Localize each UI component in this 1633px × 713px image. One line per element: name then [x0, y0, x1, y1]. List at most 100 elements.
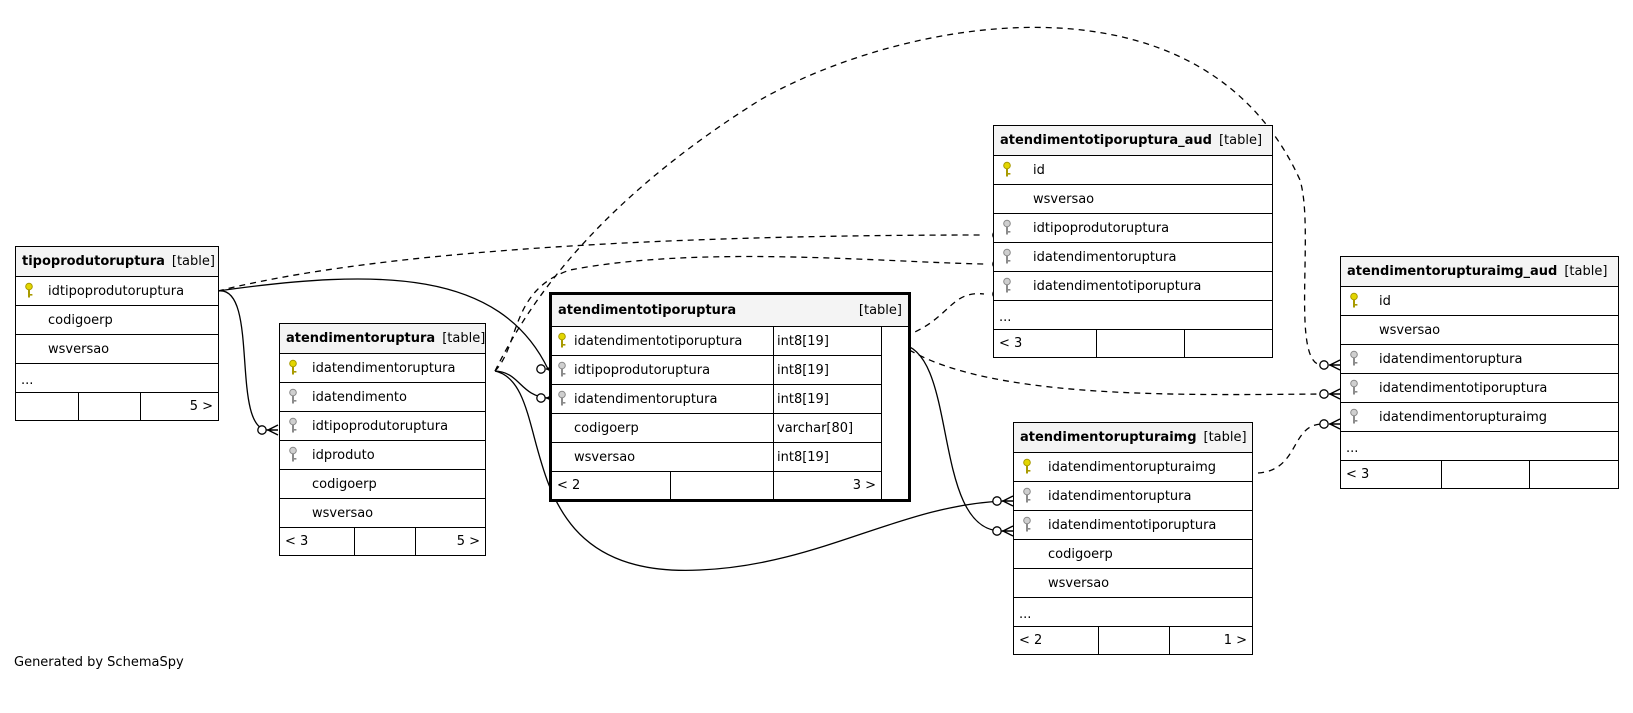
table-header: atendimentotiporuptura_aud [table] — [994, 126, 1272, 156]
zero-or-many-marker — [257, 424, 279, 436]
column-row[interactable]: codigoerp — [1014, 540, 1252, 569]
zero-or-many-marker — [1319, 359, 1341, 371]
foreign-key-icon — [1014, 516, 1040, 534]
rel-atendimentorupturaimg-img-aud — [1257, 423, 1323, 474]
column-row[interactable]: id — [994, 156, 1272, 185]
column-name: idproduto — [312, 447, 375, 463]
foreign-key-icon — [280, 388, 306, 406]
column-row[interactable]: wsversao — [16, 335, 218, 364]
rel-tipoprodutoruptura-aud — [217, 234, 985, 292]
column-row[interactable]: idatendimentoruptura — [280, 354, 485, 383]
rel-atendimentoruptura-aud — [494, 255, 985, 372]
table-tag: [table] — [1564, 264, 1608, 279]
table-footer: < 3 — [1341, 461, 1618, 488]
column-row[interactable]: wsversao — [1014, 569, 1252, 598]
column-row[interactable]: idtipoprodutoruptura — [280, 412, 485, 441]
column-row[interactable]: idatendimentoruptura — [1014, 482, 1252, 511]
column-name: id — [1033, 162, 1045, 178]
column-row[interactable]: idatendimentotiporuptura int8[19] — [552, 327, 881, 356]
column-row[interactable]: idproduto — [280, 441, 485, 470]
rel-atendimentoruptura-img-aud — [494, 26, 1323, 372]
children-count: 3 > — [773, 472, 881, 499]
column-row[interactable]: codigoerp — [280, 470, 485, 499]
table-tipoprodutoruptura[interactable]: tipoprodutoruptura [table] idtipoproduto… — [15, 246, 219, 421]
children-count — [1184, 330, 1272, 357]
table-footer: < 3 — [994, 330, 1272, 357]
rows-count — [1441, 461, 1529, 488]
column-row[interactable]: idtipoprodutoruptura — [16, 277, 218, 306]
rel-atendimentotiporuptura-aud — [904, 293, 985, 337]
rows-count — [1098, 627, 1169, 654]
table-header: atendimentotiporuptura [table] — [552, 295, 908, 327]
column-row[interactable]: idtipoprodutoruptura int8[19] — [552, 356, 881, 385]
rel-atendimentoruptura-atendimentorupturaimg — [494, 370, 1005, 571]
column-name: idatendimentotiporuptura — [1033, 278, 1202, 294]
column-row[interactable]: codigoerp — [16, 306, 218, 335]
column-row[interactable]: idtipoprodutoruptura — [994, 214, 1272, 243]
more-columns: ... — [16, 364, 218, 393]
primary-key-icon — [552, 332, 572, 350]
table-footer: 5 > — [16, 393, 218, 420]
table-name: atendimentoruptura — [286, 331, 436, 346]
column-row[interactable]: id — [1341, 287, 1618, 316]
table-atendimentotiporuptura[interactable]: atendimentotiporuptura [table] idatendim… — [549, 292, 911, 502]
column-row[interactable]: idatendimentorupturaimg — [1014, 453, 1252, 482]
rel-tipoprodutoruptura-atendimentoruptura — [217, 290, 269, 431]
column-name: idatendimentoruptura — [312, 360, 456, 376]
column-row[interactable]: idatendimentotiporuptura — [1014, 511, 1252, 540]
table-tag: [table] — [442, 331, 486, 346]
table-atendimentorupturaimg-aud[interactable]: atendimentorupturaimg_aud [table] id wsv… — [1340, 256, 1619, 489]
column-row[interactable]: idatendimentoruptura int8[19] — [552, 385, 881, 414]
column-row[interactable]: wsversao — [280, 499, 485, 528]
column-row[interactable]: wsversao — [1341, 316, 1618, 345]
column-name: idatendimentoruptura — [1033, 249, 1177, 265]
rows-count — [78, 393, 140, 420]
column-row[interactable]: wsversao int8[19] — [552, 443, 881, 472]
ellipsis: ... — [1019, 607, 1032, 622]
table-tag: [table] — [858, 303, 902, 318]
column-row[interactable]: wsversao — [994, 185, 1272, 214]
table-name: atendimentotiporuptura — [558, 303, 737, 318]
column-name: wsversao — [48, 341, 110, 357]
column-name: idatendimentorupturaimg — [1048, 459, 1216, 475]
column-name: idatendimentotiporuptura — [1048, 517, 1217, 533]
table-name: atendimentorupturaimg_aud — [1347, 264, 1558, 279]
rows-count — [670, 472, 773, 499]
column-row[interactable]: idatendimentotiporuptura — [994, 272, 1272, 301]
table-name: atendimentotiporuptura_aud — [1000, 133, 1212, 148]
column-row[interactable]: idatendimentoruptura — [1341, 345, 1618, 374]
column-name: codigoerp — [1048, 546, 1113, 562]
column-row[interactable]: idatendimento — [280, 383, 485, 412]
column-row[interactable]: idatendimentorupturaimg — [1341, 403, 1618, 432]
parents-count — [16, 393, 78, 420]
column-type: int8[19] — [773, 327, 881, 355]
zero-or-many-marker — [1319, 418, 1341, 430]
primary-key-icon — [994, 161, 1020, 179]
column-row[interactable]: codigoerp varchar[80] — [552, 414, 881, 443]
ellipsis: ... — [999, 310, 1012, 325]
table-atendimentoruptura[interactable]: atendimentoruptura [table] idatendimento… — [279, 323, 486, 556]
column-type: varchar[80] — [773, 414, 881, 442]
column-name: id — [1379, 293, 1391, 309]
column-name: wsversao — [574, 449, 636, 465]
table-footer: < 2 3 > — [552, 472, 881, 499]
column-row[interactable]: idatendimentotiporuptura — [1341, 374, 1618, 403]
zero-or-many-marker — [1319, 388, 1341, 400]
parents-count: < 3 — [999, 336, 1023, 351]
column-name: wsversao — [312, 505, 374, 521]
column-name: wsversao — [1033, 191, 1095, 207]
table-atendimentotiporuptura-aud[interactable]: atendimentotiporuptura_aud [table] id ws… — [993, 125, 1273, 358]
column-name: idtipoprodutoruptura — [574, 362, 711, 378]
foreign-key-icon — [280, 446, 306, 464]
column-name: idatendimentotiporuptura — [1379, 380, 1548, 396]
parents-count: < 3 — [285, 534, 309, 549]
column-row[interactable]: idatendimentoruptura — [994, 243, 1272, 272]
column-name: idtipoprodutoruptura — [1033, 220, 1170, 236]
ellipsis: ... — [21, 373, 34, 388]
column-name: idatendimento — [312, 389, 407, 405]
column-name: idatendimentoruptura — [1379, 351, 1523, 367]
foreign-key-icon — [552, 390, 572, 408]
table-atendimentorupturaimg[interactable]: atendimentorupturaimg [table] idatendime… — [1013, 422, 1253, 655]
table-header: tipoprodutoruptura [table] — [16, 247, 218, 277]
